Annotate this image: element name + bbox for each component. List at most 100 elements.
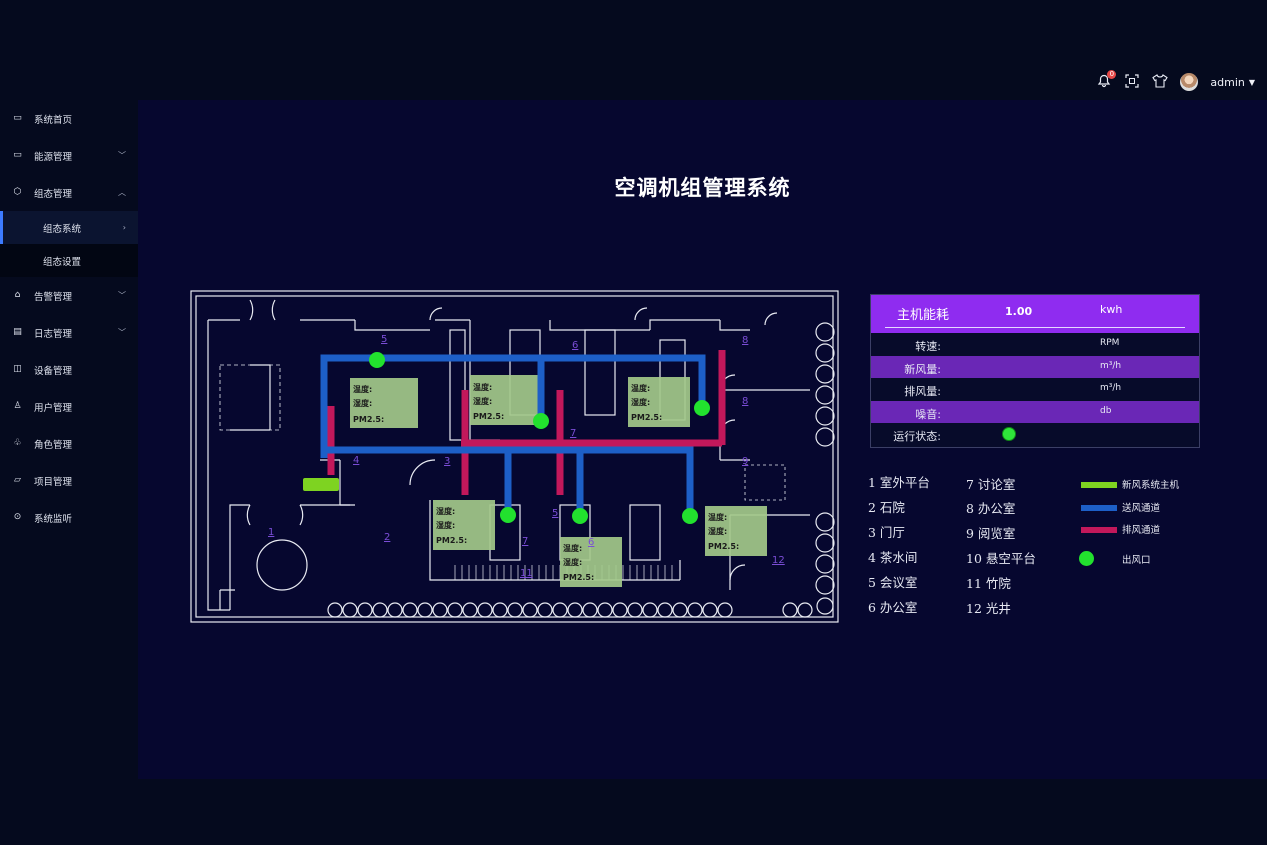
sensor-4-pm: PM2.5: xyxy=(436,536,467,545)
user-icon: ♙ xyxy=(13,401,22,411)
sidebar-item-label: 日志管理 xyxy=(34,328,73,340)
legend-label: 新风系统主机 xyxy=(1122,480,1180,491)
room-number: 7 xyxy=(522,536,528,547)
ahu-host[interactable] xyxy=(303,478,339,491)
sidebar-item-project[interactable]: ▱ 项目管理 xyxy=(0,462,138,499)
energy-unit: kwh xyxy=(1100,303,1123,316)
log-icon: ▤ xyxy=(13,327,22,337)
row-label: 噪音: xyxy=(915,407,941,421)
host-status-panel: 主机能耗 1.00 kwh 转速: RPM 新风量: m³/h 排风量: m³/… xyxy=(870,294,1200,448)
legend-swatch-supply xyxy=(1081,505,1117,511)
air-outlet-1[interactable] xyxy=(369,352,385,368)
caret-down-icon[interactable]: ▼ xyxy=(1248,77,1255,87)
room-list: 1 室外平台 2 石院 3 门厅 4 茶水间 5 会议室 6 办公室 7 讨论室… xyxy=(868,472,1058,616)
sidebar: ▭ 系统首页 ▭ 能源管理 ﹀ ⬡ 组态管理 ︿ 组态系统 › 组态设置 ⌂ 告… xyxy=(0,100,138,845)
sensor-2-temp: 温度: xyxy=(473,382,492,392)
row-unit: m³/h xyxy=(1100,383,1122,393)
room-list-item: 7 讨论室 xyxy=(966,477,1016,492)
avatar[interactable] xyxy=(1180,73,1199,91)
chevron-up-icon: ︿ xyxy=(118,188,126,197)
room-number: 8 xyxy=(742,396,748,407)
room-number: 1 xyxy=(268,527,274,538)
sidebar-item-alarm[interactable]: ⌂ 告警管理 ﹀ xyxy=(0,277,138,314)
sidebar-subitem-label: 组态系统 xyxy=(43,223,82,235)
panel-row-status: 运行状态: xyxy=(871,423,1199,446)
panel-header: 主机能耗 1.00 kwh xyxy=(871,295,1199,333)
sensor-2-humidity: 湿度: xyxy=(473,396,492,406)
sidebar-item-role[interactable]: ♧ 角色管理 xyxy=(0,425,138,462)
air-outlet-2[interactable] xyxy=(533,413,549,429)
chevron-down-icon: ﹀ xyxy=(118,291,126,300)
sensor-6-temp: 温度: xyxy=(708,512,727,522)
room-list-item: 1 室外平台 xyxy=(868,475,930,490)
sidebar-item-label: 角色管理 xyxy=(34,439,73,451)
sensor-6-humidity: 湿度: xyxy=(708,526,727,536)
sidebar-item-log[interactable]: ▤ 日志管理 ﹀ xyxy=(0,314,138,351)
panel-row-fresh-air: 新风量: m³/h xyxy=(871,355,1199,378)
sidebar-subitem-config-settings[interactable]: 组态设置 xyxy=(0,244,138,277)
room-list-item: 3 门厅 xyxy=(868,525,905,540)
room-list-item: 12 光井 xyxy=(966,601,1011,616)
row-label: 运行状态: xyxy=(893,430,941,443)
room-number: 11 xyxy=(520,568,533,579)
room-list-item: 11 竹院 xyxy=(966,576,1011,591)
config-submenu: 组态系统 › 组态设置 xyxy=(0,211,138,277)
room-list-item: 5 会议室 xyxy=(868,575,918,590)
header-toolbar: 0 admin ▼ xyxy=(1096,70,1255,92)
room-number: 4 xyxy=(353,455,359,466)
room-number: 6 xyxy=(588,537,594,548)
floor-plan: 温度: 湿度: PM2.5: 温度: 湿度: PM2.5: 温度: 湿度: PM… xyxy=(190,290,839,623)
fullscreen-icon[interactable] xyxy=(1124,74,1140,90)
battery-icon: ▭ xyxy=(13,150,22,160)
sidebar-item-label: 系统监听 xyxy=(34,513,73,525)
role-icon: ♧ xyxy=(13,438,22,448)
room-number: 5 xyxy=(552,508,558,519)
air-outlet-6[interactable] xyxy=(682,508,698,524)
air-outlet-4[interactable] xyxy=(500,507,516,523)
device-icon: ◫ xyxy=(13,364,22,374)
sidebar-subitem-config-system[interactable]: 组态系统 › xyxy=(0,211,138,244)
room-number: 12 xyxy=(772,555,785,566)
sidebar-item-label: 设备管理 xyxy=(34,365,73,377)
chevron-right-icon: › xyxy=(122,223,126,232)
sensor-5-temp: 温度: xyxy=(563,543,582,553)
room-list-item: 10 悬空平台 xyxy=(966,551,1036,566)
bell-icon[interactable]: 0 xyxy=(1096,70,1117,90)
sidebar-item-home[interactable]: ▭ 系统首页 xyxy=(0,100,138,137)
room-list-item: 2 石院 xyxy=(868,500,905,515)
chevron-down-icon: ﹀ xyxy=(118,328,126,337)
monitor-icon: ▭ xyxy=(13,113,22,123)
sidebar-item-monitor[interactable]: ⊙ 系统监听 xyxy=(0,499,138,536)
user-name[interactable]: admin xyxy=(1210,75,1245,89)
sidebar-subitem-label: 组态设置 xyxy=(43,256,82,268)
sensor-1-temp: 温度: xyxy=(353,384,372,394)
sidebar-item-label: 能源管理 xyxy=(34,151,73,163)
divider xyxy=(885,327,1185,328)
room-list-item: 4 茶水间 xyxy=(868,550,918,565)
sensor-4-humidity: 湿度: xyxy=(436,520,455,530)
panel-row-exhaust: 排风量: m³/h xyxy=(871,378,1199,401)
air-outlet-5[interactable] xyxy=(572,508,588,524)
sidebar-item-device[interactable]: ◫ 设备管理 xyxy=(0,351,138,388)
row-label: 转速: xyxy=(915,340,941,353)
monitor-search-icon: ⊙ xyxy=(13,512,22,522)
legend-swatch-host xyxy=(1081,482,1117,488)
theme-shirt-icon[interactable] xyxy=(1152,74,1169,90)
sidebar-item-energy[interactable]: ▭ 能源管理 ﹀ xyxy=(0,137,138,174)
row-label: 新风量: xyxy=(904,362,941,376)
sidebar-item-config[interactable]: ⬡ 组态管理 ︿ xyxy=(0,174,138,211)
folder-icon: ▱ xyxy=(14,475,21,485)
air-outlet-3[interactable] xyxy=(694,400,710,416)
sensor-2-pm: PM2.5: xyxy=(473,412,504,421)
sidebar-item-user[interactable]: ♙ 用户管理 xyxy=(0,388,138,425)
room-number: 6 xyxy=(572,340,578,351)
sidebar-item-label: 用户管理 xyxy=(34,402,73,414)
room-list-item: 9 阅览室 xyxy=(966,526,1016,541)
room-number: 5 xyxy=(381,334,387,345)
alarm-icon: ⌂ xyxy=(14,290,21,300)
room-number: 3 xyxy=(444,456,450,467)
row-unit: db xyxy=(1100,405,1112,416)
sidebar-item-label: 组态管理 xyxy=(34,188,73,200)
room-number: 7 xyxy=(570,428,576,439)
room-number: 2 xyxy=(384,532,390,543)
